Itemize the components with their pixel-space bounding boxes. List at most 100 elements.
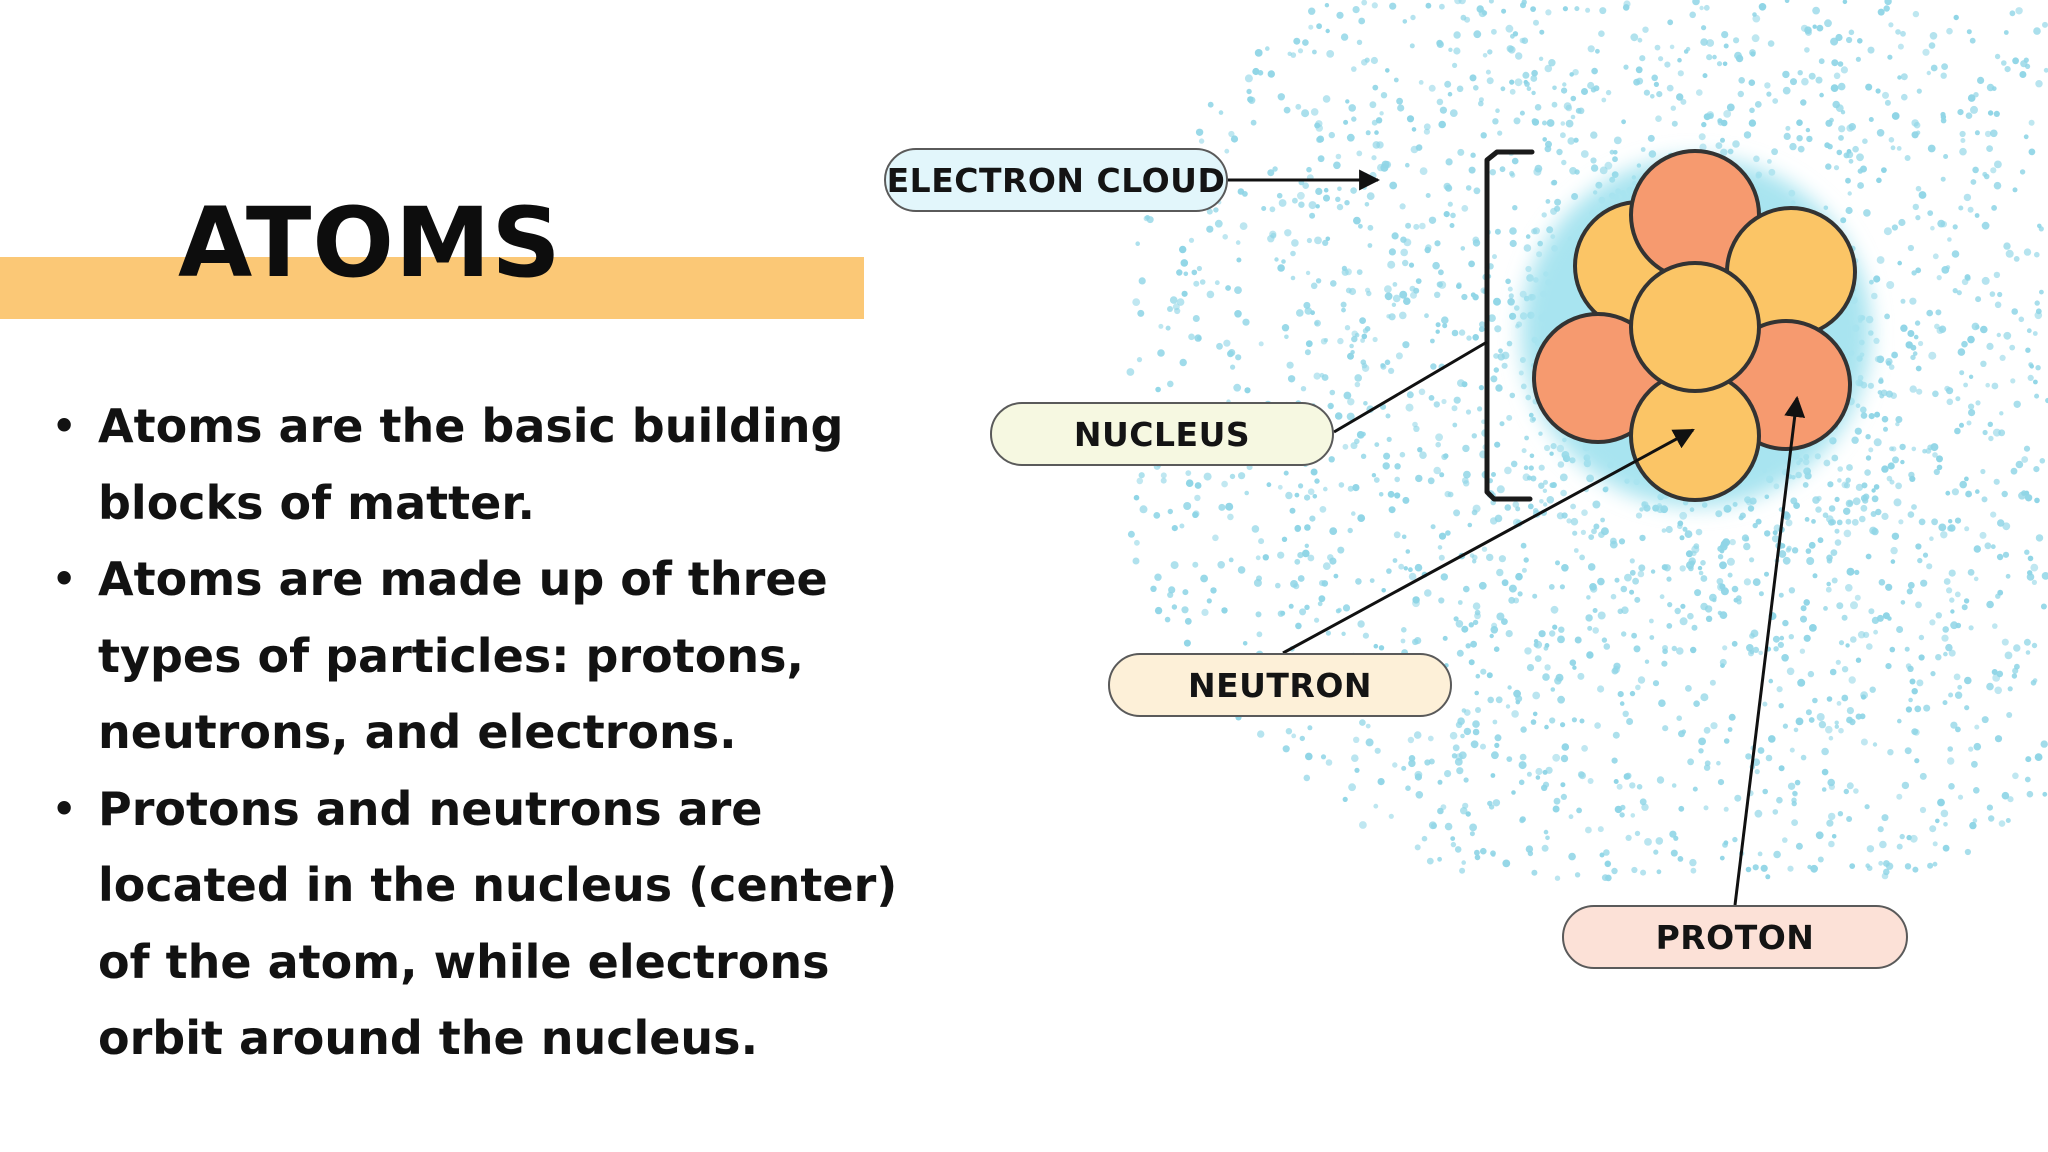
electron-dot: [1840, 66, 1848, 74]
electron-dot: [1862, 497, 1869, 504]
electron-dot: [1881, 465, 1889, 473]
electron-dot: [1410, 291, 1417, 299]
electron-dot: [1951, 250, 1960, 258]
electron-dot: [1881, 814, 1889, 822]
electron-dot: [1182, 589, 1189, 596]
electron-dot: [1748, 79, 1756, 86]
electron-dot: [1723, 738, 1730, 744]
electron-dot: [1526, 475, 1532, 481]
electron-dot: [1165, 325, 1171, 331]
electron-dot: [1191, 269, 1198, 276]
electron-dot: [1314, 478, 1320, 484]
electron-dot: [1806, 135, 1813, 143]
electron-dot: [1212, 534, 1219, 542]
electron-dot: [1329, 389, 1336, 396]
electron-dot: [1599, 7, 1607, 15]
electron-dot: [1281, 324, 1290, 332]
electron-dot: [1671, 645, 1678, 652]
electron-dot: [2019, 169, 2026, 175]
electron-dot: [1651, 74, 1658, 82]
electron-dot: [1343, 391, 1352, 400]
electron-dot: [1623, 773, 1631, 780]
electron-dot: [1286, 361, 1294, 369]
electron-dot: [1521, 448, 1527, 454]
electron-dot: [1847, 191, 1852, 196]
electron-dot: [1454, 846, 1462, 853]
electron-dot: [1846, 816, 1853, 822]
electron-dot: [1557, 635, 1565, 644]
electron-dot: [1946, 398, 1954, 406]
electron-dot: [1918, 654, 1925, 661]
electron-dot: [1580, 150, 1589, 158]
electron-dot: [2034, 311, 2043, 320]
electron-dot: [1782, 86, 1791, 95]
electron-dot: [1548, 584, 1555, 590]
electron-dot: [1995, 593, 2001, 599]
electron-dot: [1812, 496, 1820, 504]
electron-dot: [1655, 115, 1662, 122]
electron-dot: [1926, 70, 1932, 76]
electron-dot: [1337, 337, 1344, 345]
electron-dot: [1167, 306, 1173, 312]
electron-dot: [1887, 54, 1893, 60]
electron-dot: [1860, 694, 1867, 700]
electron-dot: [1787, 865, 1794, 872]
electron-dot: [1635, 512, 1643, 519]
electron-dot: [1250, 119, 1257, 126]
electron-dot: [1762, 788, 1768, 795]
electron-dot: [1841, 694, 1849, 702]
electron-dot: [1637, 570, 1645, 578]
electron-dot: [2026, 328, 2032, 334]
electron-dot: [2004, 651, 2013, 660]
electron-dot: [2023, 638, 2031, 646]
electron-dot: [1888, 137, 1895, 143]
electron-dot: [1612, 731, 1620, 739]
electron-dot: [1509, 312, 1517, 320]
electron-dot: [1371, 155, 1377, 161]
electron-dot: [1377, 778, 1385, 786]
electron-dot: [1629, 690, 1636, 697]
electron-dot: [1664, 61, 1671, 68]
electron-dot: [1732, 501, 1738, 507]
electron-dot: [1605, 874, 1612, 882]
electron-dot: [1860, 406, 1867, 414]
electron-dot: [1915, 365, 1922, 372]
electron-dot: [1560, 489, 1567, 497]
electron-dot: [1747, 505, 1755, 512]
electron-dot: [1276, 192, 1283, 199]
electron-dot: [2039, 289, 2044, 295]
electron-dot: [1472, 239, 1481, 247]
electron-dot: [1498, 348, 1503, 354]
electron-dot: [1388, 248, 1396, 256]
electron-dot: [1195, 128, 1204, 136]
electron-dot: [1470, 640, 1477, 648]
electron-dot: [1309, 212, 1316, 219]
electron-dot: [1625, 834, 1632, 842]
electron-dot: [1138, 472, 1145, 479]
electron-dot: [1494, 441, 1501, 448]
electron-dot: [1157, 349, 1165, 357]
electron-dot: [1895, 482, 1902, 490]
electron-dot: [1538, 464, 1545, 471]
electron-dot: [1940, 72, 1947, 79]
electron-dot: [1970, 105, 1978, 114]
electron-dot: [1548, 59, 1556, 67]
electron-dot: [1468, 260, 1475, 268]
electron-dot: [1414, 770, 1423, 779]
electron-dot: [1530, 6, 1536, 12]
electron-dot: [1636, 784, 1643, 790]
electron-dot: [1579, 718, 1585, 724]
electron-dot: [1515, 699, 1521, 705]
electron-dot: [1941, 634, 1949, 642]
electron-dot: [1926, 563, 1933, 570]
electron-dot: [1790, 78, 1797, 86]
electron-dot: [2025, 756, 2032, 763]
electron-dot: [1384, 285, 1392, 293]
electron-dot: [1827, 481, 1834, 488]
electron-dot: [1214, 280, 1220, 286]
electron-dot: [1996, 332, 2002, 338]
electron-dot: [1767, 159, 1772, 164]
electron-dot: [1373, 803, 1379, 809]
electron-dot: [1922, 552, 1929, 558]
electron-dot: [1441, 398, 1447, 405]
